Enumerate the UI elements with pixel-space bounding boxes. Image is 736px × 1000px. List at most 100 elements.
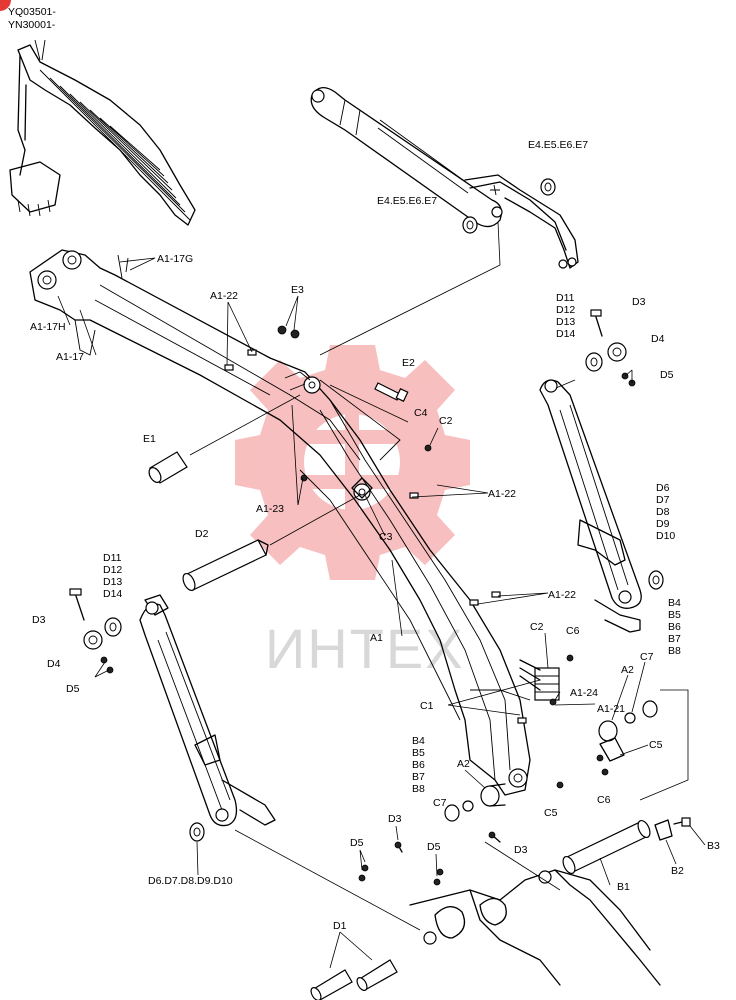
d3-bolt-bottom-2 [488,831,501,843]
d3-bolt-left [69,588,85,621]
label-c2-low: C2 [530,621,544,633]
d5-left-leader [94,661,110,678]
a2-bushing-center [480,783,506,807]
c7-right-leader [631,661,646,713]
boom-cylinder-right [539,379,642,633]
c3-leader [364,494,386,537]
d3-bolt-bottom-1 [394,841,403,853]
label-d11-l-3: D13 [103,576,122,588]
c2-fitting-top [424,444,432,452]
serial-number-2: YN30001- [8,19,56,31]
label-d11-r-1: D11 [556,292,575,304]
c1-leader [447,679,541,716]
label-a1-24: A1-24 [570,687,598,699]
label-a1-22-top: A1-22 [210,290,238,302]
label-d5-bottom-2: D5 [427,841,441,853]
hydraulic-fittings [519,659,560,701]
a1-23-leader [291,404,304,506]
label-d3-bottom-1: D3 [388,813,402,825]
b2-leader [665,839,677,865]
d5-nut-bottom-1b [361,864,369,872]
c3-bracket [351,477,373,499]
label-d4-left: D4 [47,658,61,670]
e3-nut-1 [277,325,287,335]
d6-bushing-right [648,570,664,590]
c6-fitting-low [601,768,609,776]
d4-bushing-left [83,630,103,650]
label-d5-left: D5 [66,683,80,695]
label-a2-right: A2 [621,664,634,676]
d5-nut-left-1 [100,656,108,664]
c2-top-leader [429,427,439,446]
d2-pin [182,539,269,592]
b1-leader [599,857,611,886]
label-d6-r-1: D6 [656,482,670,494]
label-c2-top: C2 [439,415,453,427]
d5-right-leader [624,369,633,383]
a1-22-top-leader [226,301,253,366]
label-c1: C1 [420,700,434,712]
label-d5-right: D5 [660,369,674,381]
label-d2: D2 [195,528,209,540]
d5-nut-bottom-2 [433,878,441,886]
a1-23-plate [300,474,308,482]
corner-badge [0,0,11,11]
label-e4-mid: E4.E5.E6.E7 [377,195,437,207]
label-b4-r-3: B6 [668,621,681,633]
label-d11-l-4: D14 [103,588,122,600]
label-d3-bottom-2: D3 [514,844,528,856]
a1-22-low-leader [477,592,549,605]
e1-leader [189,394,301,456]
label-c5-right: C5 [649,739,663,751]
serial-number-1: YQ03501- [8,6,56,18]
d5-nut-bottom-2b [436,868,444,876]
label-a1-17g: A1-17G [157,253,193,265]
label-d1: D1 [333,920,347,932]
a1-leader [391,559,403,637]
label-c7-right: C7 [640,651,654,663]
d5-bottom-2-leader [435,853,438,877]
label-b4-c-2: B5 [412,747,425,759]
label-d3-right: D3 [632,296,646,308]
label-a1: A1 [370,632,383,644]
e4-bushing-lower [462,216,478,234]
d4-bushing-right [607,342,627,362]
label-b1: B1 [617,881,630,893]
label-e3: E3 [291,284,304,296]
label-d6-bottom: D6.D7.D8.D9.D10 [148,875,233,887]
frame-bracket [409,869,661,986]
b3-bolt [673,817,691,827]
d-right-leader [555,379,576,389]
d5-bottom-1-leader [359,849,366,871]
arm-location-inset [9,39,196,226]
label-c6-top: C6 [566,625,580,637]
label-c7-center: C7 [433,797,447,809]
d5-nut-bottom-1 [358,874,366,882]
c7-washer-center [462,800,474,812]
label-d5-bottom-1: D5 [350,837,364,849]
a1-21-leader [554,703,596,706]
label-b4-r-4: B7 [668,633,681,645]
label-a1-17: A1-17 [56,351,84,363]
label-a2-center: A2 [457,758,470,770]
label-d3-left: D3 [32,614,46,626]
label-c4: C4 [414,407,428,419]
d11-bushing-right [585,352,603,372]
label-e1: E1 [143,433,156,445]
label-b4-c-3: B6 [412,759,425,771]
b1-pin [562,819,651,875]
label-b3: B3 [707,840,720,852]
d3-bottom-1-leader [395,825,399,841]
label-d6-r-5: D10 [656,530,675,542]
d11-bushing-left [104,617,122,637]
cyl-left-leader [234,829,421,931]
a1-22-mid-leader [411,484,489,498]
label-d6-r-4: D9 [656,518,670,530]
e3-leader [285,295,299,331]
boom-assembly [29,249,531,796]
label-a1-21: A1-21 [597,703,625,715]
c5-right-leader [619,744,649,756]
label-c6-low: C6 [597,794,611,806]
e-pin-leader [319,221,501,356]
label-b4-c-5: B8 [412,783,425,795]
